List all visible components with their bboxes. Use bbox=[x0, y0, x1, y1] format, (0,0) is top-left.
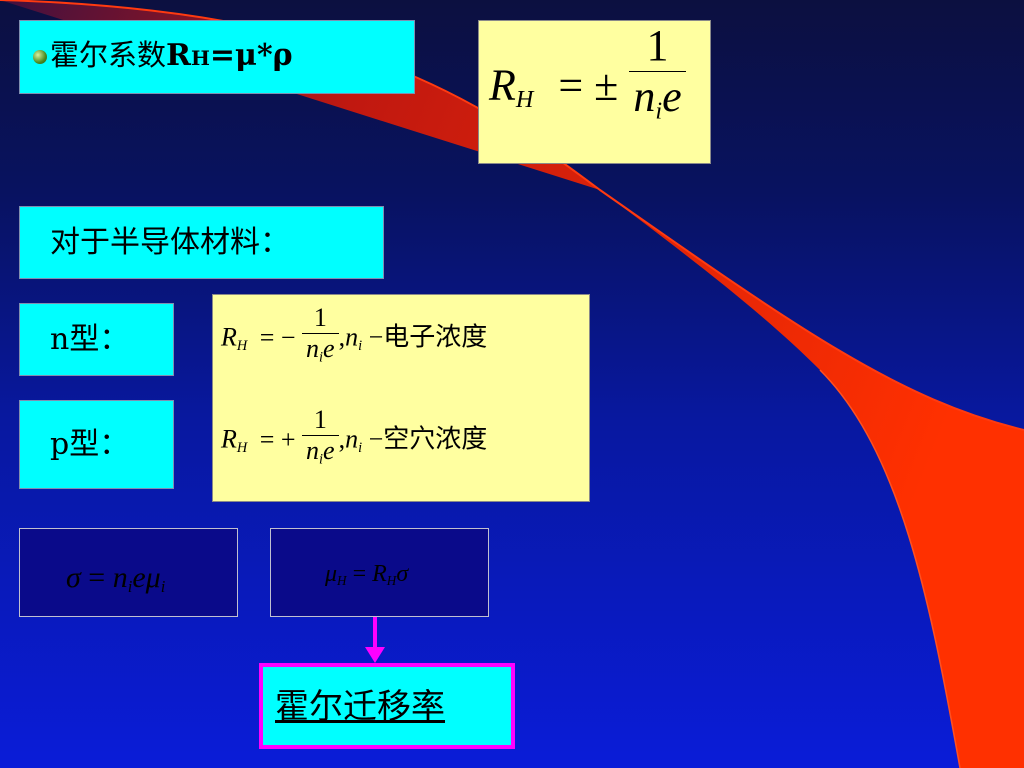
down-arrow-icon bbox=[365, 617, 385, 663]
n-type-formula: RH = − 1 nie ,ni −电子浓度 bbox=[221, 303, 488, 372]
main-den-e: e bbox=[662, 72, 682, 121]
main-den-sub: i bbox=[655, 97, 663, 125]
semiconductor-label-box: 对于半导体材料： bbox=[19, 206, 384, 279]
mu-r: R bbox=[372, 561, 387, 587]
hall-mobility-result-label: 霍尔迁移率 bbox=[275, 687, 445, 727]
title-label: 霍尔系数 bbox=[50, 38, 167, 72]
p-type-label-box: p型： bbox=[19, 400, 174, 489]
n-type-label-box: n型： bbox=[19, 303, 174, 376]
main-formula-box: RH = ± 1 nie bbox=[478, 20, 711, 164]
sigma-e: e bbox=[132, 561, 146, 594]
main-den-n: n bbox=[633, 72, 656, 121]
main-fraction: 1 nie bbox=[629, 21, 686, 136]
p-type-formula: RH = + 1 nie ,ni −空穴浓度 bbox=[221, 405, 488, 474]
sigma-lhs: σ bbox=[66, 561, 81, 594]
sigma-n: n bbox=[112, 561, 128, 594]
main-lhs-sub: H bbox=[515, 85, 534, 113]
mu-op: = bbox=[352, 561, 367, 587]
hall-mobility-result-box: 霍尔迁移率 bbox=[259, 663, 515, 749]
conductivity-formula-box: σ = nieμi bbox=[19, 528, 238, 617]
main-lhs: R bbox=[489, 60, 516, 110]
main-num: 1 bbox=[646, 21, 669, 70]
p-type-desc: 空穴浓度 bbox=[383, 424, 488, 455]
title-formula-r: R bbox=[166, 38, 191, 73]
type-formulas-box: RH = − 1 nie ,ni −电子浓度 RH = + 1 nie ,ni … bbox=[212, 294, 590, 502]
bullet-icon bbox=[33, 50, 47, 64]
title-formula-sub: H bbox=[190, 46, 210, 70]
semiconductor-label: 对于半导体材料： bbox=[50, 225, 290, 260]
n-type-desc: 电子浓度 bbox=[383, 322, 488, 353]
title-formula-rest: =μ*ρ bbox=[209, 38, 293, 73]
title-box: 霍尔系数RH=μ*ρ bbox=[19, 20, 415, 94]
n-type-label: n型： bbox=[50, 322, 130, 357]
mu-sigma: σ bbox=[396, 561, 409, 587]
p-type-label: p型： bbox=[50, 427, 130, 462]
sigma-mu: μ bbox=[145, 561, 161, 594]
mu-lhs: μ bbox=[325, 561, 338, 587]
sigma-op: = bbox=[88, 561, 106, 594]
hall-mobility-formula-box: μH = RHσ bbox=[270, 528, 489, 617]
main-op: = ± bbox=[558, 60, 619, 110]
